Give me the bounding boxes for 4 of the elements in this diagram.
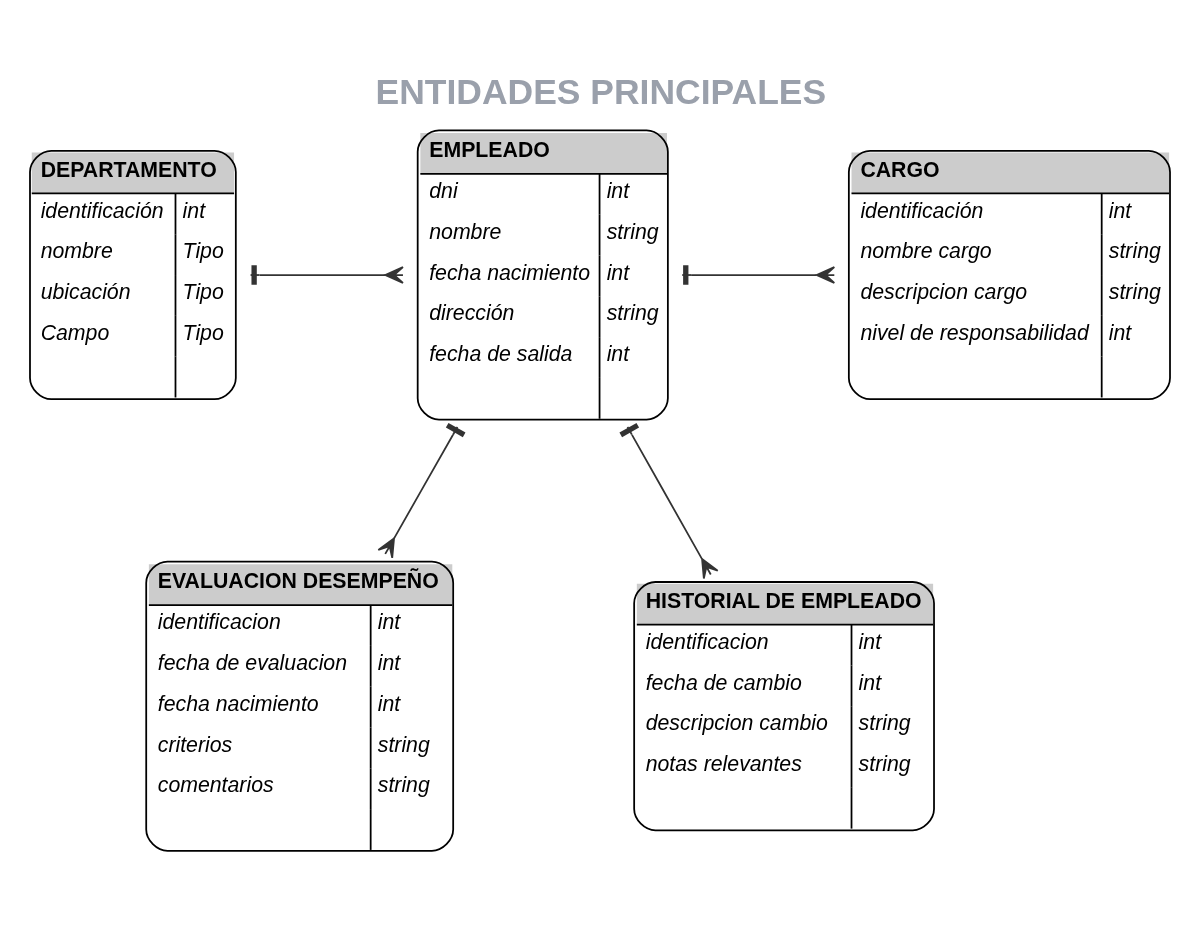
connector — [249, 264, 404, 285]
connector — [619, 422, 719, 579]
diagram-title: ENTIDADES PRINCIPALES — [375, 71, 827, 112]
connector — [377, 422, 466, 559]
